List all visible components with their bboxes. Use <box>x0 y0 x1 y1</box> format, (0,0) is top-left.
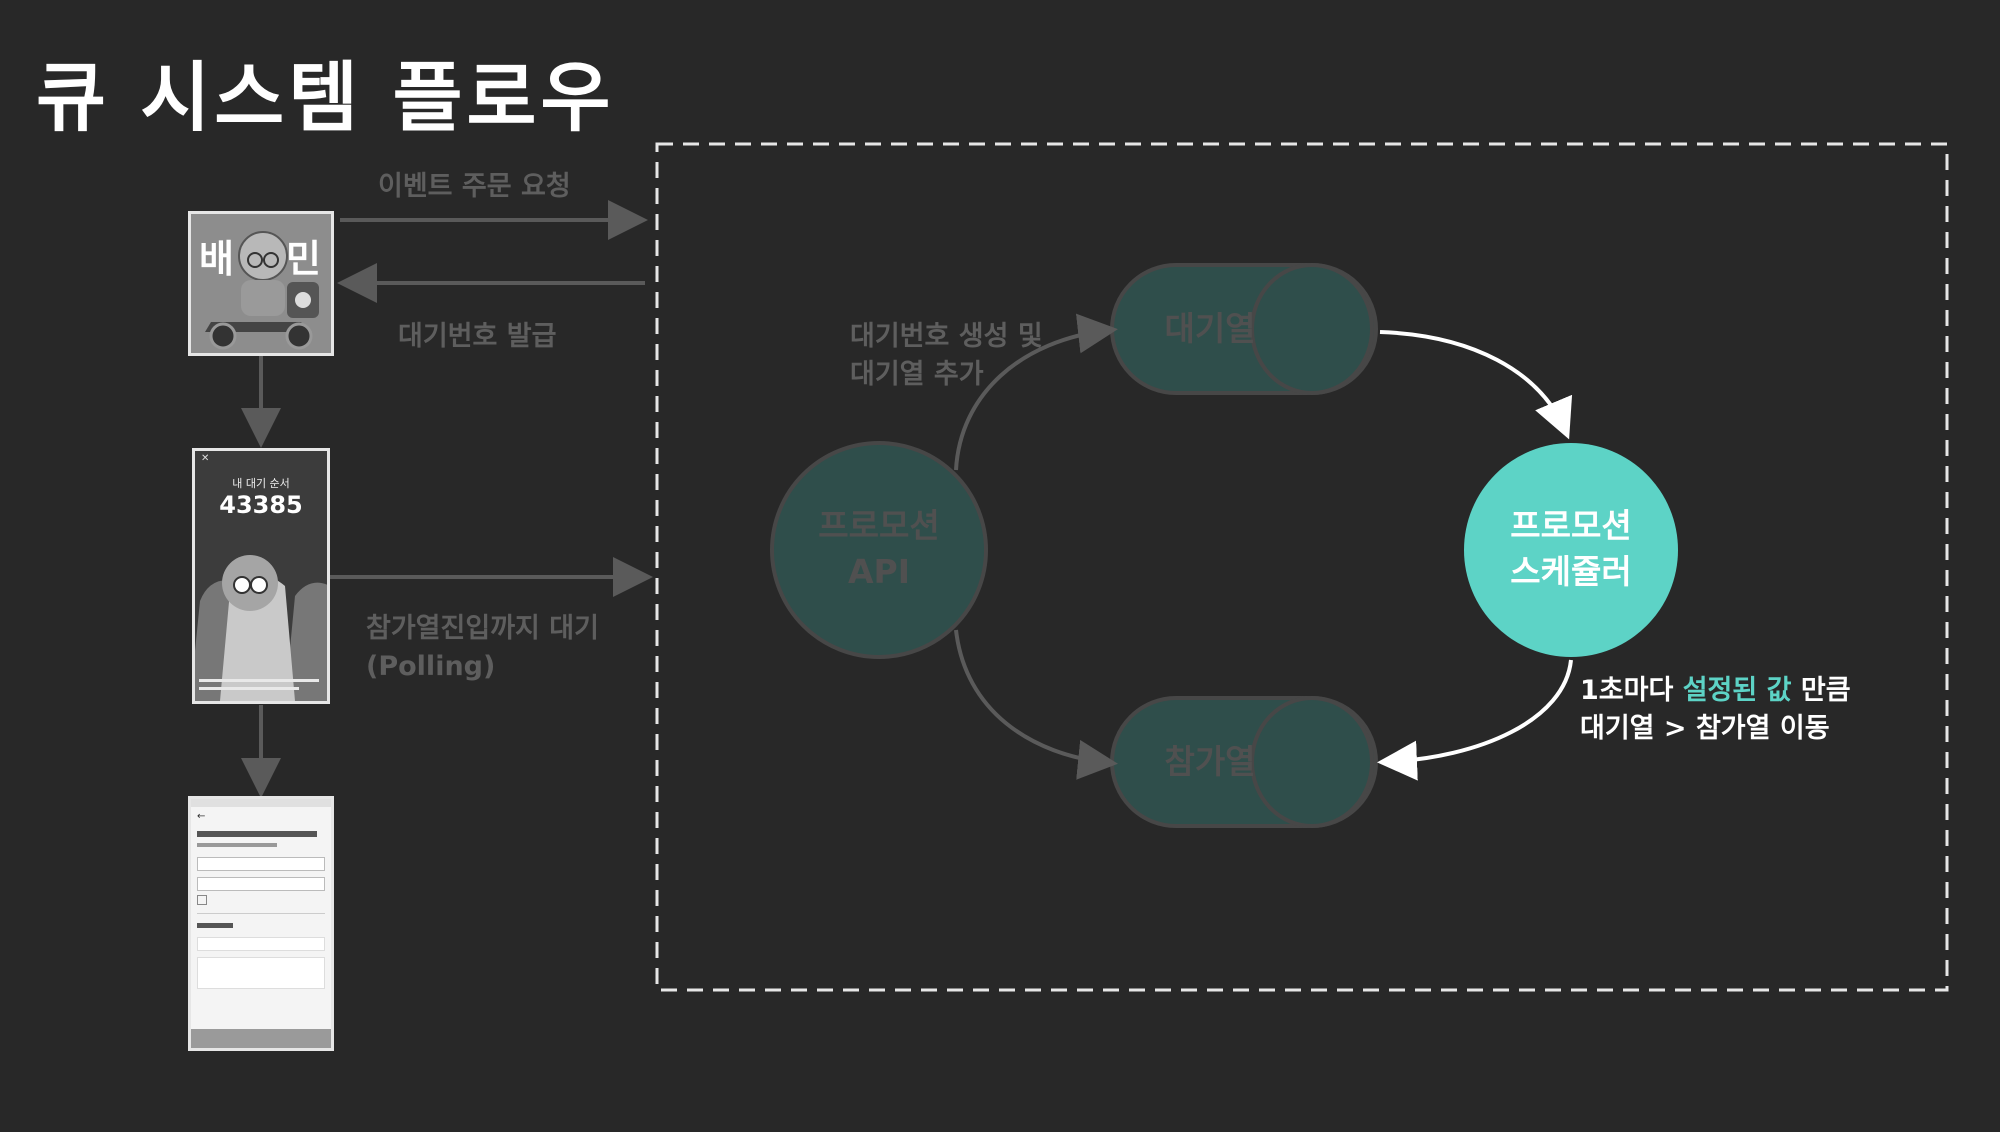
scheduler-label: 프로모션 스케쥴러 <box>1471 503 1671 595</box>
notice-box <box>197 957 325 989</box>
arrow-wait-queue-to-scheduler <box>1379 330 1573 440</box>
label-event-order-request: 이벤트 주문 요청 <box>378 171 571 202</box>
request-field <box>197 937 325 951</box>
phone-field <box>197 877 325 891</box>
promotion-banner-thumbnail: 배 민 <box>188 211 334 356</box>
checkbox-icon <box>197 895 207 905</box>
back-arrow-icon: ← <box>197 811 206 822</box>
scheduler-node <box>1464 443 1678 657</box>
address-detail-field <box>197 857 325 871</box>
join-queue-label: 참가열 <box>1164 742 1256 781</box>
scheduler-label-line2: 스케쥴러 <box>1510 552 1632 591</box>
label-issue-wait-number: 대기번호 발급 <box>398 321 557 352</box>
page-title: 큐 시스템 플로우 <box>36 53 615 142</box>
submit-bar <box>191 1029 331 1048</box>
status-bar <box>191 799 331 807</box>
label-polling: (Polling) <box>366 651 496 682</box>
order-screen-thumbnail: ← <box>188 796 334 1051</box>
scheduler-note-accent: 설정된 값 <box>1682 675 1792 706</box>
banner-left-text: 배 <box>199 237 234 281</box>
label-add-wait-queue: 대기열 추가 <box>850 359 984 390</box>
promotion-api-label: 프로모션 API <box>779 503 979 595</box>
wait-number-thumbnail: ✕ 내 대기 순서 43385 <box>192 448 330 704</box>
label-wait-until-enter: 참가열진입까지 대기 <box>366 613 599 644</box>
join-queue-node <box>1110 696 1378 828</box>
wait-card-number: 43385 <box>219 491 303 519</box>
label-create-wait-number: 대기번호 생성 및 <box>850 321 1043 352</box>
wait-queue-label: 대기열 <box>1164 309 1256 348</box>
wait-queue-node <box>1110 263 1378 395</box>
promotion-api-label-line1: 프로모션 <box>818 506 940 545</box>
arrow-scheduler-to-join-queue <box>1377 659 1573 781</box>
promotion-api-label-line2: API <box>847 552 910 591</box>
request-heading <box>197 923 233 928</box>
arrow-api-to-wait-queue <box>954 313 1118 471</box>
characters-illustration <box>195 555 327 701</box>
rider-illustration <box>205 231 319 350</box>
divider <box>197 913 325 914</box>
promotion-api-node <box>770 441 988 659</box>
close-icon: ✕ <box>201 453 210 464</box>
arrow-api-to-join-queue <box>954 629 1118 780</box>
scheduler-note-line1: 1초마다 설정된 값 만큼 <box>1580 672 1851 709</box>
system-boundary <box>655 142 1949 992</box>
address-sub-line <box>197 843 277 847</box>
scheduler-note-line2: 대기열 > 참가열 이동 <box>1580 713 1830 744</box>
scheduler-note-pre: 1초마다 <box>1580 675 1683 706</box>
banner-right-text: 민 <box>286 237 321 281</box>
scheduler-note-post: 만큼 <box>1791 675 1851 706</box>
address-line <box>197 831 317 837</box>
wait-card-label: 내 대기 순서 <box>232 477 290 490</box>
scheduler-label-line1: 프로모션 <box>1510 506 1632 545</box>
